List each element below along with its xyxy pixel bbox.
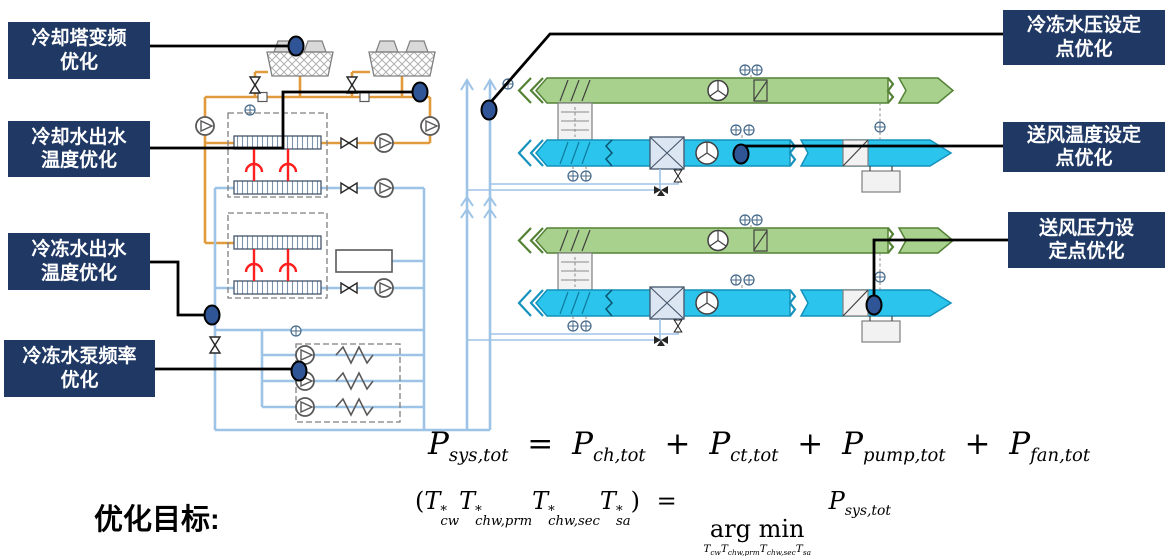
flow-arrow-icon [460,78,497,91]
pipe-fitting-icon [359,91,370,103]
callout-supply-air-temp-setpoint: 送风温度设定 点优化 [1003,122,1165,172]
cooling-tower-2 [368,40,436,77]
argmin-label: arg min [709,514,805,543]
pump-icon [374,133,394,153]
math-term: Ppump,tot [842,426,946,467]
marker-supply-air-pressure [865,294,883,316]
connector-chilled-water-temp [150,260,205,317]
marker-chilled-water-pump-freq [290,360,308,382]
valve-icon [340,282,358,294]
connector-supply-air-pressure [872,238,1009,297]
math-operator: + [797,426,824,462]
compressor-icon [244,162,298,173]
math-term: T*cw [424,487,460,529]
chiller-1 [227,112,328,198]
evaporator-barrel [233,280,322,295]
ahu-unit-1 [467,65,953,196]
buffer-tank [335,249,393,273]
callout-supply-air-pressure-setpoint: 送风压力设 定点优化 [1008,212,1165,268]
math-term: T*chw,prm [459,487,533,529]
callout-text-line: 送风温度设定 [1026,124,1141,146]
callout-text-line: 优化 [59,51,98,73]
callout-text-line: 冷却塔变频 [31,28,127,50]
marker-chilled-water-outlet-temp [203,304,221,326]
math-operator: = [656,487,677,515]
sensor-icon [290,325,302,337]
math-term: Pfan,tot [1009,426,1091,467]
condenser-water-loop [203,70,432,245]
callout-cooling-tower-vfd: 冷却塔变频 优化 [8,22,150,79]
callout-text-line: 温度优化 [40,150,117,171]
evaporator-barrel [233,180,322,195]
check-valve-icon [335,371,374,391]
callout-chilled-water-outlet-temp: 冷冻水出水 温度优化 [8,233,150,290]
callout-text-line: 点优化 [1055,148,1113,169]
connector-cooling-water-temp [150,90,413,150]
math-term: Psys,tot [428,426,509,467]
condenser-pump-icon [420,116,440,136]
secondary-pump-icon [295,397,315,417]
pump-icon [374,178,394,198]
tower-valve-icon [249,76,261,94]
compressor-icon [244,262,298,273]
math-term: Psys,tot [828,487,891,519]
marker-cooling-water-outlet-temp [411,81,429,103]
callout-chilled-water-pump-freq: 冷冻水泵频率 优化 [4,340,155,397]
callout-text-line: 冷冻水压设定 [1026,15,1141,37]
chilled-water-loop [213,186,490,432]
valve-icon [340,182,358,194]
valve-icon [340,137,358,149]
math-paren: ( [415,487,425,515]
check-valve-icon [335,345,374,365]
ahu-unit-2 [467,215,953,346]
pipe-fitting-icon [257,91,268,103]
argmin-block: arg min TcwTchw,prmTchw,secTsa [703,515,811,556]
callout-text-line: 点优化 [1055,38,1113,60]
pump-icon [374,278,394,298]
callout-text-line: 冷冻水泵频率 [22,346,137,368]
callout-connectors [150,32,1009,371]
math-operator: = [527,426,554,462]
callout-text-line: 冷却水出水 [31,126,127,148]
connector-chw-pressure [488,32,1004,104]
math-term: Pch,tot [572,426,646,467]
math-operator: + [964,426,991,462]
chiller-2 [227,212,328,299]
math-operator: + [664,426,691,462]
math-term: T*chw,sec [532,487,600,529]
equation-total-power: Psys,tot = Pch,tot + Pct,tot + Ppump,tot… [428,426,1090,466]
callout-text-line: 优化 [60,369,99,391]
optimization-point-markers [203,35,883,382]
marker-supply-air-temp [732,143,750,165]
check-valve-icon [335,397,374,417]
valve-icon [209,336,221,354]
callout-text-line: 冷冻水出水 [31,239,127,261]
flow-arrow-icon [460,195,497,219]
argmin-subscript: TcwTchw,prmTchw,secTsa [703,542,812,556]
callout-text-line: 送风压力设 [1038,217,1134,239]
condenser-barrel [233,235,322,250]
secondary-pump-group [295,343,401,423]
chilled-water-risers [460,78,497,430]
callout-chilled-water-pressure-setpoint: 冷冻水压设定 点优化 [1003,10,1165,65]
math-term: T*sa [599,487,631,529]
math-term: Pct,tot [709,426,779,467]
callout-cooling-water-outlet-temp: 冷却水出水 温度优化 [8,121,150,177]
marker-chilled-water-pressure [480,99,498,121]
callout-text-line: 温度优化 [40,262,117,284]
callout-text-line: 定点优化 [1048,241,1125,262]
marker-cooling-tower-vfd [287,35,305,57]
objective-heading: 优化目标: [94,504,220,536]
condenser-pump-icon [195,116,215,136]
math-paren: ) [630,487,640,515]
